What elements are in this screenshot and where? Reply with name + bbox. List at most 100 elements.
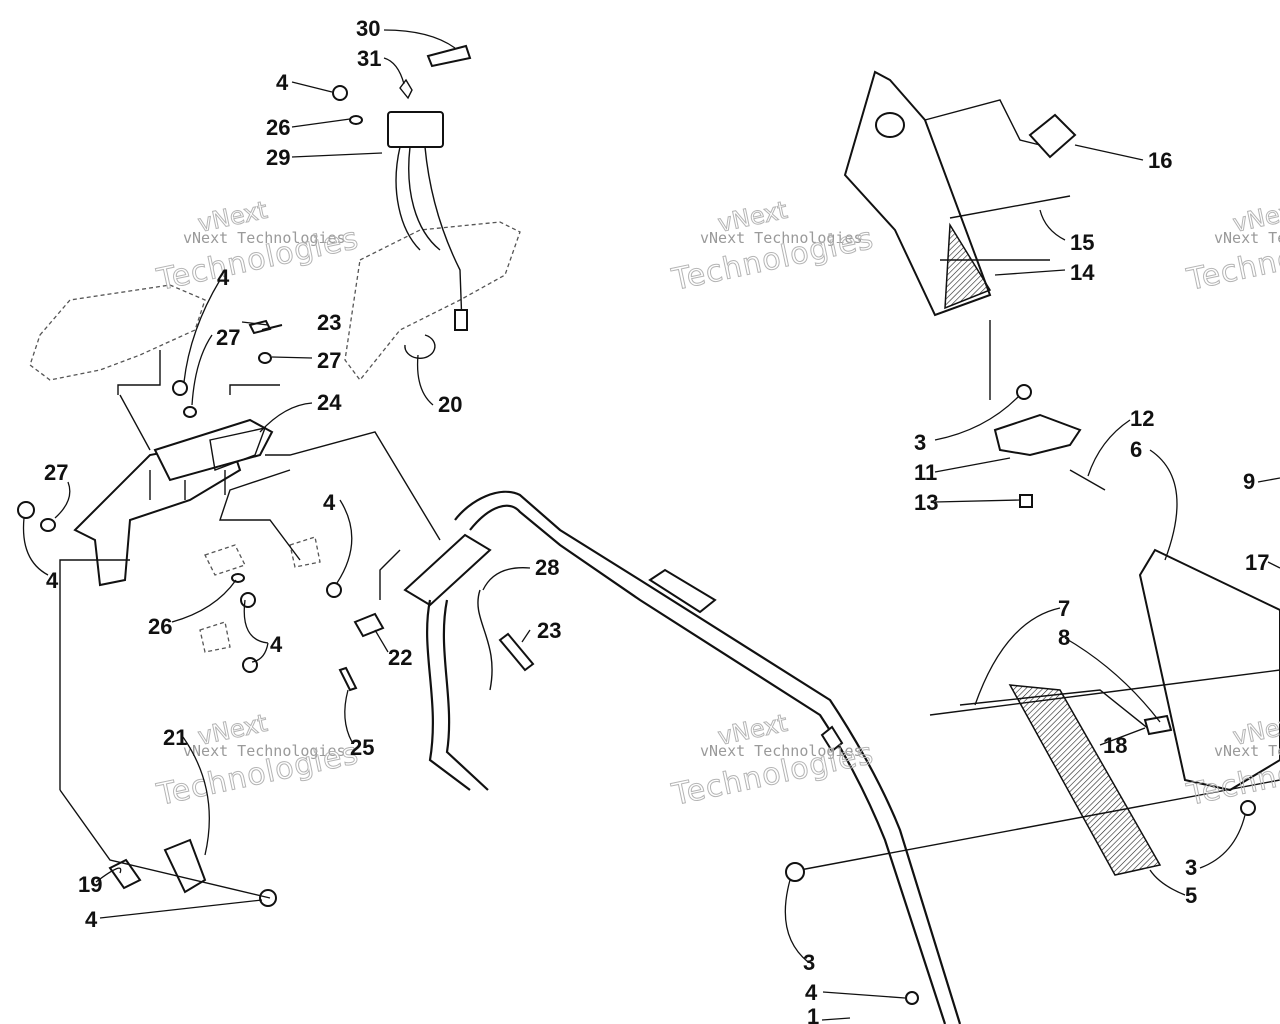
- link-lines-upper: [924, 99, 1050, 400]
- pin-18: [1143, 714, 1173, 736]
- callout-27-left: 27: [216, 325, 240, 350]
- callout-3-bottom: 3: [803, 950, 815, 975]
- stud-25: [338, 666, 358, 692]
- ghost-clips: [199, 536, 321, 653]
- watermark-c-line2: vNext Technologies: [1214, 229, 1280, 247]
- callout-23-mid: 23: [537, 618, 561, 643]
- callout-4-bottom: 4: [805, 980, 818, 1005]
- callout-15: 15: [1070, 230, 1094, 255]
- connection-lines: [59, 350, 441, 790]
- washer-27-b: [183, 406, 197, 418]
- washer-27-c: [258, 352, 272, 364]
- switch-housing: [387, 111, 444, 148]
- callout-4-bracket: 4: [217, 265, 230, 290]
- switch-label: [426, 44, 472, 68]
- callout-23-top: 23: [317, 310, 341, 335]
- pivot-pin: [820, 725, 844, 753]
- plate-hole: [875, 112, 905, 138]
- bolt-12: [1069, 469, 1106, 491]
- nut-3-b: [1240, 800, 1256, 816]
- nut-4-a: [172, 380, 188, 396]
- washer-27: [40, 518, 56, 532]
- plate-5-hatch: [1008, 684, 1162, 876]
- callout-17: 17: [1245, 550, 1269, 575]
- nut-4-d: [326, 582, 342, 598]
- nut-4-c: [242, 657, 258, 673]
- nut-4-f: [905, 991, 919, 1005]
- upper-plate-hatch: [944, 222, 992, 310]
- plate-21: [163, 838, 207, 894]
- callout-31: 31: [357, 46, 381, 71]
- studs: [149, 470, 226, 500]
- callout-26-mid: 26: [148, 614, 172, 639]
- callout-3-right: 3: [1185, 855, 1197, 880]
- ring-clip: [404, 334, 436, 359]
- callout-20: 20: [438, 392, 462, 417]
- callout-27-far-left: 27: [44, 460, 68, 485]
- callout-27-right: 27: [317, 348, 341, 373]
- leader-lines: [22, 29, 1280, 1021]
- mount-plate-28: [403, 533, 492, 607]
- watermark-b-line2: vNext Technologies: [700, 229, 863, 247]
- bolt-23-b: [498, 632, 535, 672]
- lower-plate-6: [1138, 548, 1280, 792]
- switch-clip: [399, 78, 413, 100]
- washer-26: [231, 573, 245, 583]
- callout-1: 1: [807, 1004, 819, 1024]
- callout-25: 25: [350, 735, 374, 760]
- pin-lines: [799, 669, 1280, 871]
- watermark-f-line2: vNext Technologies: [1214, 742, 1280, 760]
- callout-7: 7: [1058, 596, 1070, 621]
- callout-4-mid: 4: [323, 490, 336, 515]
- callout-3-upper: 3: [914, 430, 926, 455]
- watermark-d-line2: vNext Technologies: [183, 742, 346, 760]
- callout-21: 21: [163, 725, 187, 750]
- callout-6: 6: [1130, 437, 1142, 462]
- nut-3-c: [785, 862, 805, 882]
- axis-line-lower-left: [59, 789, 271, 899]
- watermark-a-line2: vNext Technologies: [183, 229, 346, 247]
- ghost-panel-right: [344, 221, 521, 382]
- handlebar-grip: [648, 568, 717, 614]
- callout-4-bottom-left: 4: [85, 907, 98, 932]
- knob-16: [1028, 113, 1077, 159]
- cable-28: [477, 589, 493, 691]
- callout-14: 14: [1070, 260, 1095, 285]
- wire-harness: [395, 146, 463, 326]
- callout-5: 5: [1185, 883, 1197, 908]
- handlebar-tube: [426, 490, 962, 1024]
- clip-22: [353, 612, 385, 638]
- callout-9: 9: [1243, 469, 1255, 494]
- callout-11: 11: [914, 460, 937, 485]
- nut-top: [332, 85, 348, 101]
- callout-26-top: 26: [266, 115, 290, 140]
- callout-13: 13: [914, 490, 938, 515]
- washer-top: [349, 115, 363, 125]
- stud-13: [1019, 494, 1033, 508]
- callout-18: 18: [1103, 733, 1127, 758]
- callout-labels: 30 31 4 26 29 4 23 27 27 20 24 27 4 4 28…: [44, 16, 1269, 1024]
- callout-4-lower: 4: [270, 632, 283, 657]
- drawing: [17, 44, 1280, 1024]
- callout-24: 24: [317, 390, 342, 415]
- bracket-11: [993, 413, 1082, 457]
- callout-28: 28: [535, 555, 559, 580]
- ghost-panel-left: [29, 284, 206, 381]
- switch-bracket: [153, 418, 274, 482]
- callout-12: 12: [1130, 406, 1154, 431]
- callout-22: 22: [388, 645, 412, 670]
- nut-3-a: [1016, 384, 1032, 400]
- callout-8: 8: [1058, 625, 1070, 650]
- nut-27: [17, 501, 35, 519]
- nut-4-b: [240, 592, 256, 608]
- wire-terminal: [454, 309, 468, 331]
- callout-4-top: 4: [276, 70, 289, 95]
- switch-bracket-body: [209, 427, 267, 471]
- callout-29: 29: [266, 145, 290, 170]
- callout-19: 19: [78, 872, 102, 897]
- watermark-e-line2: vNext Technologies: [700, 742, 863, 760]
- callout-30: 30: [356, 16, 380, 41]
- pin-15: [949, 195, 1071, 219]
- callout-4-left: 4: [46, 568, 59, 593]
